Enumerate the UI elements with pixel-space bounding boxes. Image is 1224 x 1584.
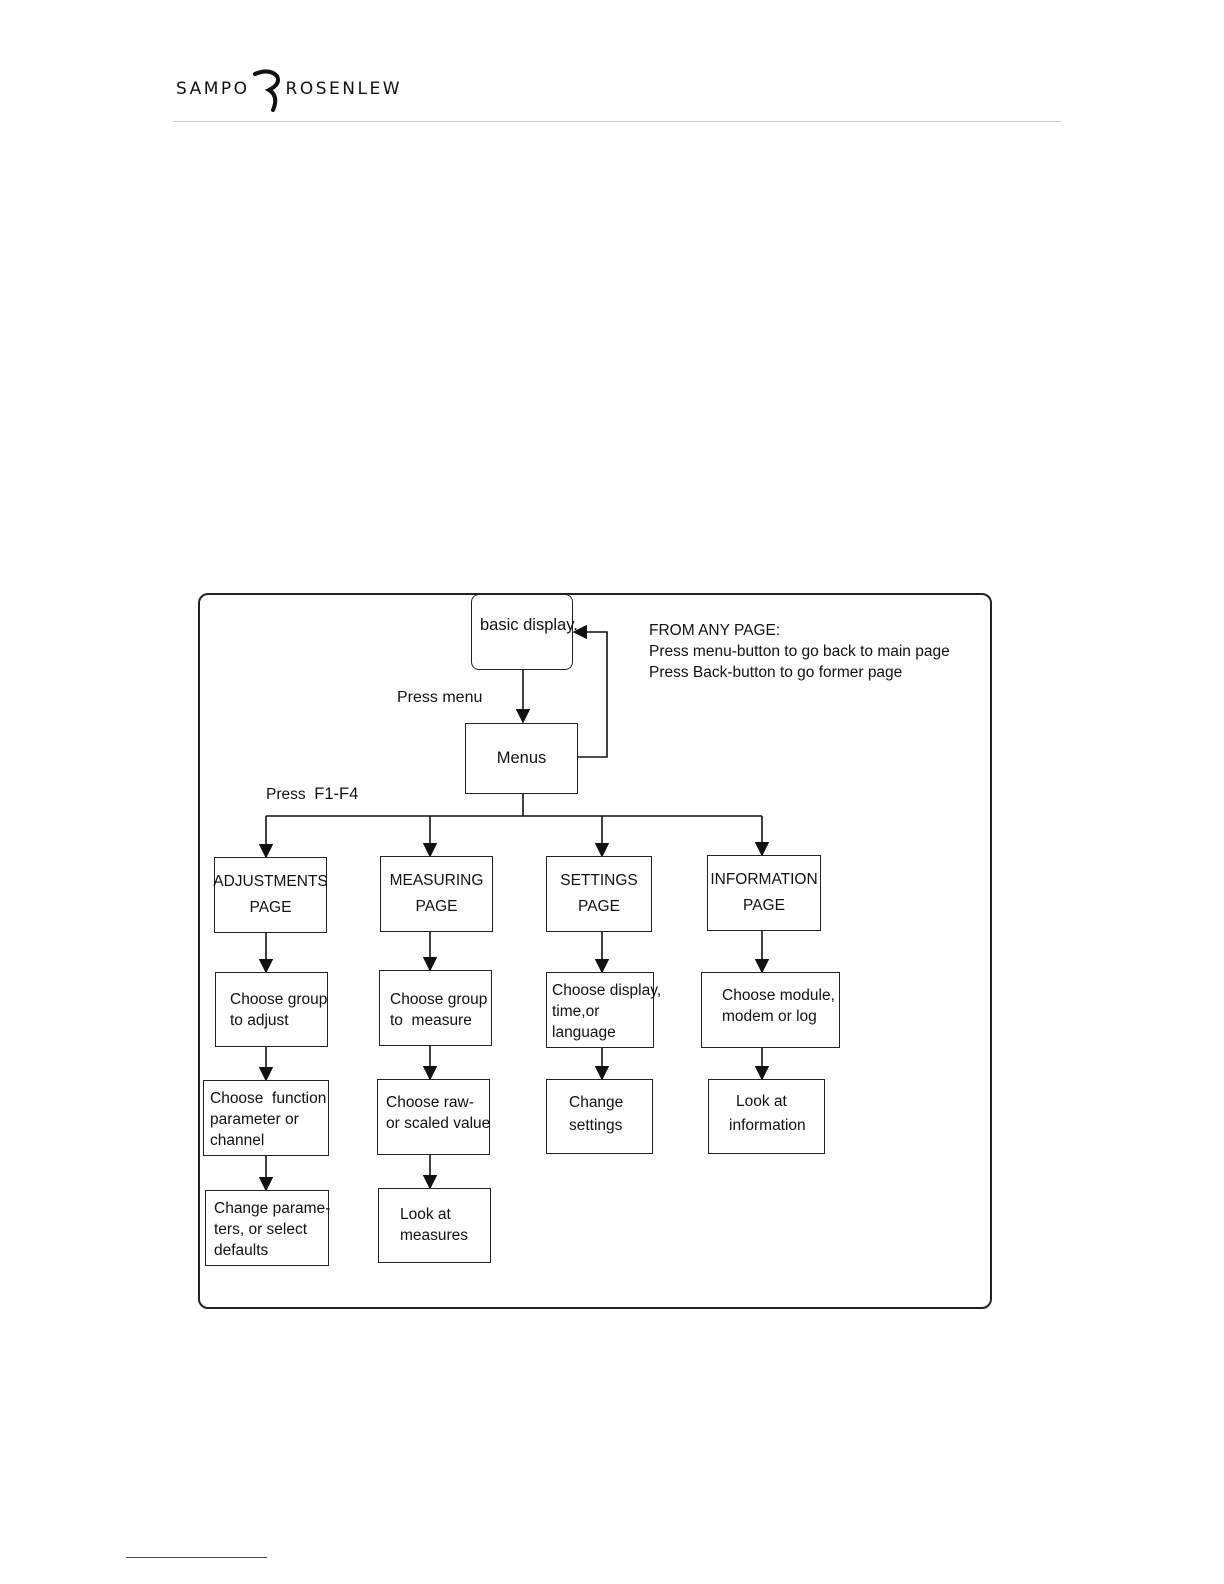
logo-word-right: ROSENLEW (285, 79, 403, 99)
measuring-step-2-line-1: Choose raw- (386, 1094, 474, 1111)
adjustments-step-3-line-1: Change parame- (214, 1200, 331, 1217)
settings-step-1-line-1: Choose display, (552, 982, 662, 999)
f-keys-label: F1-F4 (314, 785, 359, 803)
logo-word-left: SAMPO (176, 79, 250, 99)
adjustments-page-word: PAGE (249, 899, 292, 916)
information-step-1-line-2: modem or log (722, 1008, 817, 1025)
measuring-title: MEASURING (389, 872, 484, 889)
note-line-2: Press menu-button to go back to main pag… (649, 643, 950, 660)
note-line-1: FROM ANY PAGE: (649, 622, 781, 639)
information-step-1-box: Choose module, modem or log (701, 972, 840, 1048)
press-label: Press (266, 786, 306, 803)
information-title: INFORMATION (710, 871, 818, 888)
measuring-step-1-box: Choose group to measure (379, 970, 492, 1046)
settings-step-1-line-2: time,or (552, 1003, 600, 1020)
adjustments-step-2-box: Choose function parameter or channel (203, 1080, 329, 1156)
settings-step-1-line-3: language (552, 1024, 616, 1041)
press-f-label: Press F1-F4 (266, 784, 358, 805)
measuring-step-3-line-1: Look at (400, 1206, 451, 1223)
information-step-2-line-2: information (729, 1117, 806, 1134)
measuring-page-box: MEASURING PAGE (380, 856, 493, 932)
settings-step-1-box: Choose display, time,or language (546, 972, 661, 1048)
company-logo: SAMPO ROSENLEW (176, 64, 436, 114)
menus-label: Menus (496, 749, 547, 767)
adjustments-title: ADJUSTMENTS (213, 873, 328, 890)
menus-box: Menus (465, 723, 578, 794)
adjustments-step-3-line-2: ters, or select (214, 1221, 308, 1238)
settings-step-2-line-2: settings (569, 1117, 623, 1134)
measuring-step-3-line-2: measures (400, 1227, 469, 1244)
measuring-step-3-box: Look at measures (378, 1188, 491, 1263)
settings-step-2-box: Change settings (546, 1079, 653, 1154)
measuring-step-2-line-2: or scaled value (386, 1115, 491, 1132)
flowchart-frame (198, 593, 992, 1309)
adjustments-page-box: ADJUSTMENTS PAGE (213, 857, 328, 933)
measuring-page-word: PAGE (415, 898, 458, 915)
information-step-2-line-1: Look at (736, 1093, 787, 1110)
measuring-step-2-box: Choose raw- or scaled value (377, 1079, 490, 1155)
settings-page-word: PAGE (578, 898, 620, 915)
footer-link-underline[interactable] (126, 1557, 267, 1558)
information-step-2-box: Look at information (708, 1079, 825, 1154)
adjustments-step-1-line-2: to adjust (230, 1012, 289, 1029)
press-menu-label: Press menu (397, 689, 483, 706)
header-divider (173, 121, 1061, 122)
settings-page-box: SETTINGS PAGE (546, 856, 652, 932)
adjustments-step-2-line-1: Choose function (210, 1090, 327, 1107)
information-step-1-line-1: Choose module, (722, 987, 835, 1004)
r-swirl-logo-icon (252, 69, 280, 112)
information-page-box: INFORMATION PAGE (707, 855, 821, 931)
note-line-3: Press Back-button to go former page (649, 664, 903, 681)
basic-display-label: basic display. (480, 616, 578, 634)
information-page-word: PAGE (743, 897, 785, 914)
arrow-menus-back-to-basic (572, 624, 608, 758)
adjustments-step-2-line-2: parameter or (210, 1111, 299, 1128)
adjustments-step-3-box: Change parame- ters, or select defaults (205, 1190, 331, 1266)
adjustments-step-2-line-3: channel (210, 1132, 265, 1149)
adjustments-step-3-line-3: defaults (214, 1242, 269, 1259)
adjustments-step-1-box: Choose group to adjust (215, 972, 328, 1047)
adjustments-step-1-line-1: Choose group (230, 991, 328, 1008)
basic-display-box: basic display. (471, 594, 578, 670)
measuring-step-1-line-1: Choose group (390, 991, 488, 1008)
settings-step-2-line-1: Change (569, 1094, 624, 1111)
measuring-step-1-line-2: to measure (390, 1012, 472, 1029)
settings-title: SETTINGS (560, 872, 638, 889)
